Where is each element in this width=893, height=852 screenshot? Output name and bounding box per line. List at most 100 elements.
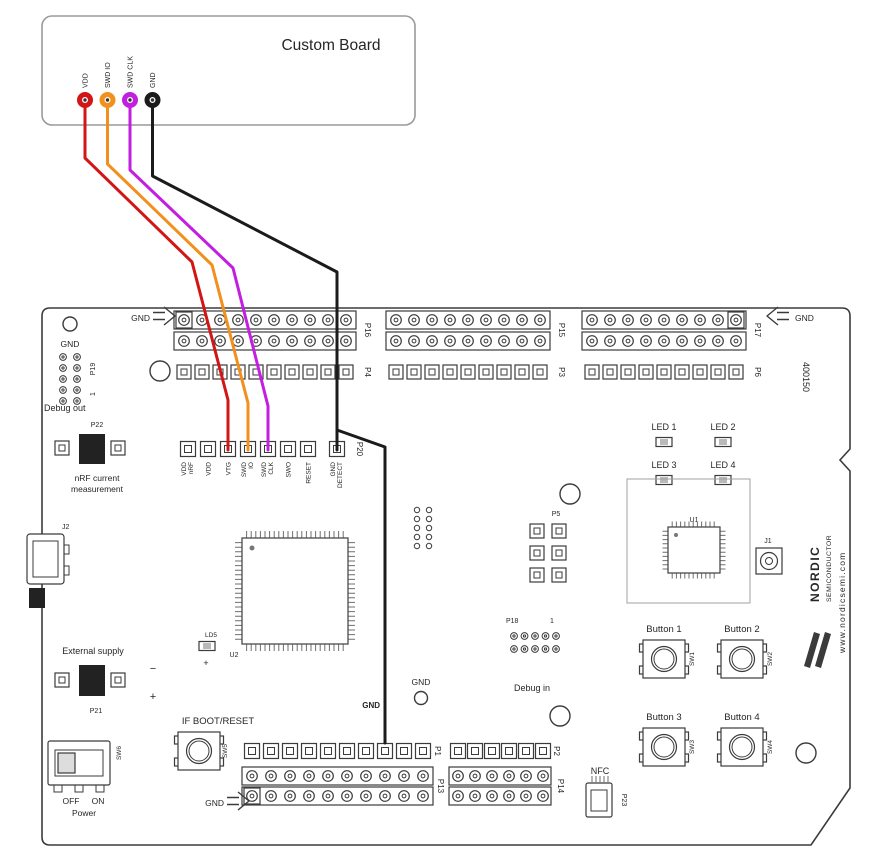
- component-block: [29, 588, 45, 608]
- post-gnd-center: [150, 98, 155, 102]
- brand-sub: SEMICONDUCTOR: [826, 535, 833, 602]
- power-switch: [47, 740, 111, 786]
- jumper-cap: [79, 665, 105, 696]
- gnd-wire-label: GND: [362, 701, 380, 710]
- nfc-label: NFC: [591, 766, 610, 776]
- nrf-current-label-1: nRF current: [75, 473, 121, 483]
- label-u1: U1: [690, 517, 699, 524]
- ld5-plus-mark: +: [203, 658, 208, 668]
- label-p14: P14: [556, 779, 565, 794]
- header-strip: [173, 310, 357, 330]
- wire-gnd-to-board-gnd: [335, 428, 387, 745]
- usb-connector: [26, 533, 65, 585]
- supply-minus-mark: −: [150, 663, 156, 675]
- label-ld5: LD5: [205, 632, 217, 639]
- p20-label-swd-clk-2: CLK: [268, 461, 275, 474]
- button2-sw2: [716, 639, 768, 679]
- debug-in-label: Debug in: [514, 683, 550, 693]
- gnd-label-bottom: GND: [205, 798, 224, 808]
- label-p16: P16: [363, 323, 372, 338]
- chip-body: [241, 537, 349, 645]
- label-p5: P5: [552, 511, 561, 518]
- post-swd-io-center: [105, 98, 110, 102]
- gnd-testpoint-label: GND: [412, 677, 431, 687]
- button1-sw1: [638, 639, 690, 679]
- power-label: Power: [72, 808, 96, 818]
- header-strip: [241, 766, 434, 786]
- label-p3: P3: [557, 367, 566, 377]
- usb-pad: [63, 565, 70, 576]
- gnd-hole-label: GND: [61, 339, 80, 349]
- button3-sw3: [638, 727, 690, 767]
- power-switch-slot: [54, 749, 104, 777]
- label-p23: P23: [620, 794, 627, 807]
- power-off-label: OFF: [63, 796, 80, 806]
- external-supply-label: External supply: [62, 646, 124, 656]
- header-strip: [448, 786, 552, 806]
- mounting-hole-top-left: [149, 360, 171, 382]
- label-p1: P1: [433, 746, 442, 756]
- gnd-testpoint: [413, 690, 429, 706]
- debug-out-label: Debug out: [44, 403, 86, 413]
- usb-connector-inner: [32, 540, 59, 578]
- pin1-box: [175, 311, 193, 329]
- p20-label-gnd-detect-2: DETECT: [337, 462, 344, 488]
- label-u2: U2: [230, 652, 239, 659]
- nfc-pins: [591, 776, 609, 783]
- label-p2: P2: [552, 746, 561, 756]
- chip-u1: [662, 521, 726, 579]
- label-led2: LED 2: [710, 422, 735, 432]
- rf-connector-center: [765, 557, 773, 565]
- gnd-pin-box: [243, 787, 261, 805]
- nrf-current-label-2: measurement: [71, 484, 124, 494]
- dk-board: GND GND GND P16 P4 P15 P3 P17 P6 400150 …: [26, 306, 851, 846]
- switch-leg: [95, 784, 105, 793]
- board-outline: [41, 307, 851, 846]
- custom-board-title: Custom Board: [281, 37, 380, 54]
- button4-sw4: [716, 727, 768, 767]
- brand-url: www.nordicsemi.com: [837, 552, 847, 654]
- arrow-right-icon: [227, 791, 250, 811]
- rf-connector-ring: [759, 551, 779, 571]
- label-p6: P6: [753, 367, 762, 377]
- label-p22: P22: [91, 422, 104, 429]
- mounting-hole-bottom-right: [795, 742, 817, 764]
- label-p19-pin1: 1: [90, 392, 97, 396]
- post-label-swd-io: SWD IO: [105, 62, 112, 88]
- label-p17: P17: [753, 323, 762, 338]
- nfc-connector-inner: [590, 789, 608, 812]
- header-strip: [385, 331, 551, 351]
- wire-swd-clk: [128, 104, 270, 452]
- wire-swd-io: [106, 104, 250, 452]
- jumper-cap: [79, 434, 105, 464]
- label-p19: P19: [90, 363, 97, 376]
- label-sw2: SW2: [767, 652, 774, 666]
- wire-gnd: [151, 104, 339, 452]
- if-boot-reset-label: IF BOOT/RESET: [182, 716, 255, 727]
- supply-plus-mark: +: [150, 691, 156, 703]
- chip-u1-pin1-dot: [674, 533, 678, 537]
- header-strip: [581, 331, 747, 351]
- label-j1: J1: [764, 538, 772, 545]
- arrow-right-icon: [153, 306, 176, 326]
- label-button4: Button 4: [724, 712, 759, 723]
- label-sw6: SW6: [116, 746, 123, 760]
- boot-reset-button-sw5: [173, 731, 225, 771]
- label-sw3: SW3: [689, 740, 696, 754]
- custom-board: Custom Board VDD SWD IO SWD CLK GND: [41, 15, 416, 126]
- label-p18: P18: [506, 618, 519, 625]
- label-led4: LED 4: [710, 460, 735, 470]
- label-button2: Button 2: [724, 624, 759, 635]
- chip-u2-pin1-dot: [249, 545, 255, 551]
- label-p18-pin1: 1: [550, 618, 554, 625]
- power-on-label: ON: [92, 796, 105, 806]
- gnd-label-top-right: GND: [795, 313, 814, 323]
- header-strip: [173, 331, 357, 351]
- wires: [83, 104, 387, 745]
- p20-label-swd-clk-1: SWD: [261, 462, 268, 477]
- usb-pad: [63, 544, 70, 555]
- label-button1: Button 1: [646, 624, 681, 635]
- chip-u2: [235, 531, 355, 651]
- logo-bar: [815, 632, 831, 668]
